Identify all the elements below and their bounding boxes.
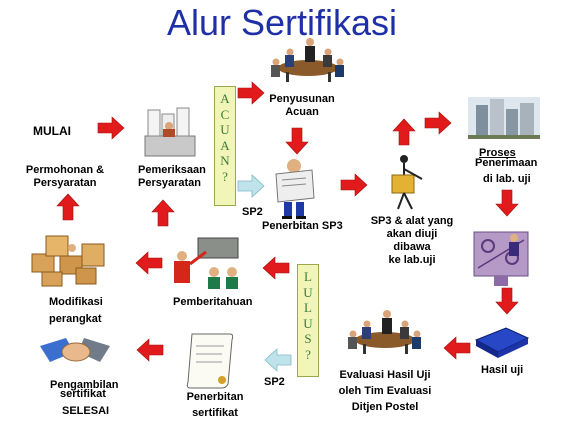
evaluasi-line-1: Evaluasi Hasil Uji <box>339 369 431 381</box>
proses-line-2: Penerimaan <box>475 157 538 169</box>
acuan-letter: U <box>220 122 230 137</box>
reader-icon <box>275 159 315 219</box>
books-icon <box>474 327 530 358</box>
acuan-letter: ? <box>222 168 228 184</box>
penerbitan-sp3-label: Penerbitan SP3 <box>262 220 343 232</box>
courier-icon <box>391 155 423 210</box>
certificate-scroll-icon <box>186 333 234 389</box>
arrow-to-buildings <box>424 111 452 135</box>
permohonan-line-2: Persyaratan <box>33 177 97 189</box>
paper-stack-icon <box>144 107 196 157</box>
arrow-lulus-to-pemberitahuan <box>262 256 290 280</box>
teacher-icon <box>174 237 239 289</box>
acuan-letter: N <box>220 153 230 168</box>
acuan-letter: C <box>220 106 230 122</box>
sp2-bottom-label: SP2 <box>264 376 285 388</box>
arrow-pemberitahuan-to-modifikasi <box>135 251 163 275</box>
sp3-alat-line-3: dibawa <box>393 241 431 253</box>
permohonan-label: Permohonan & Persyaratan <box>20 164 110 190</box>
proses-line-3: di lab. uji <box>483 173 531 185</box>
arrow-down-to-lab <box>495 189 519 217</box>
meeting-icon <box>271 38 344 82</box>
permohonan-line-1: Permohonan & <box>25 164 105 176</box>
penyusunan-label: Penyusunan Acuan <box>262 93 342 119</box>
evaluasi-line-3: Ditjen Postel <box>351 401 419 413</box>
mulai-label: MULAI <box>33 124 71 138</box>
pengambilan-label: Pengambilan <box>50 379 119 391</box>
arrow-hasil-to-evaluasi <box>443 336 471 360</box>
lulus-letter: U <box>303 284 313 300</box>
hasil-uji-label: Hasil uji <box>481 364 524 376</box>
penerbitan-sertifikat-label: Penerbitan sertifikat <box>180 391 250 420</box>
modifikasi-line-2: perangkat <box>49 313 102 325</box>
arrow-mulai-to-pemeriksaan <box>97 116 125 140</box>
pemeriksaan-label: Pemeriksaan Persyaratan <box>138 164 206 190</box>
pemberitahuan-label: Pemberitahuan <box>173 296 253 308</box>
lulus-letter: ? <box>305 346 311 362</box>
arrow-sertifikat-to-pengambilan <box>136 338 164 362</box>
modifikasi-label: Modifikasi perangkat <box>49 296 103 326</box>
sp3-alat-line-4: ke lab.uji <box>388 254 436 266</box>
acuan-letter: A <box>220 91 230 106</box>
pemeriksaan-line-1: Pemeriksaan <box>138 164 206 176</box>
buildings-icon <box>468 97 540 139</box>
page-title: Alur Sertifikasi <box>166 2 398 43</box>
arrow-acuan-to-penyusunan <box>237 81 265 105</box>
arrow-up-to-pemeriksaan <box>151 199 175 227</box>
lulus-letter: U <box>303 315 313 331</box>
sp3-alat-line-2: akan diuji <box>386 228 438 240</box>
meeting-icon <box>348 310 421 354</box>
lulus-letter: S <box>304 331 312 346</box>
handshake-icon <box>40 338 110 362</box>
penyusunan-line-2: Acuan <box>285 106 319 118</box>
arrow-sp2-to-sertifikat <box>264 348 292 372</box>
acuan-letter: A <box>220 137 230 153</box>
modifikasi-line-1: Modifikasi <box>49 296 103 308</box>
evaluasi-line-2: oleh Tim Evaluasi <box>338 385 432 397</box>
lab-tester-icon <box>473 231 529 286</box>
sp3-alat-label: SP3 & alat yang akan diuji dibawa ke lab… <box>362 215 462 267</box>
lulus-letter: L <box>304 300 312 315</box>
boxes-icon <box>31 235 105 287</box>
penyusunan-line-1: Penyusunan <box>269 93 335 105</box>
sertifikat-label: sertifikat <box>60 388 106 400</box>
pemeriksaan-line-2: Persyaratan <box>138 177 201 189</box>
sp3-alat-line-1: SP3 & alat yang <box>370 215 454 227</box>
sp2-top-label: SP2 <box>242 206 263 218</box>
proses-line-1: Proses <box>479 147 516 159</box>
evaluasi-label: Evaluasi Hasil Uji oleh Tim Evaluasi Dit… <box>330 369 440 414</box>
arrow-down-to-hasil <box>495 287 519 315</box>
penerbitan-sertifikat-line-2: sertifikat <box>192 407 238 419</box>
arrow-sp3-to-courier <box>340 173 368 197</box>
arrow-sp2-to-sp3 <box>237 174 265 198</box>
selesai-label: SELESAI <box>62 405 110 417</box>
arrow-up-to-proses <box>392 118 416 146</box>
penerbitan-sertifikat-line-1: Penerbitan <box>186 391 244 403</box>
arrow-down-to-sp3 <box>285 127 309 155</box>
proses-label: Proses Penerimaan di lab. uji <box>475 147 537 186</box>
lulus-letter: L <box>304 269 312 284</box>
arrow-up-to-permohonan <box>56 193 80 221</box>
